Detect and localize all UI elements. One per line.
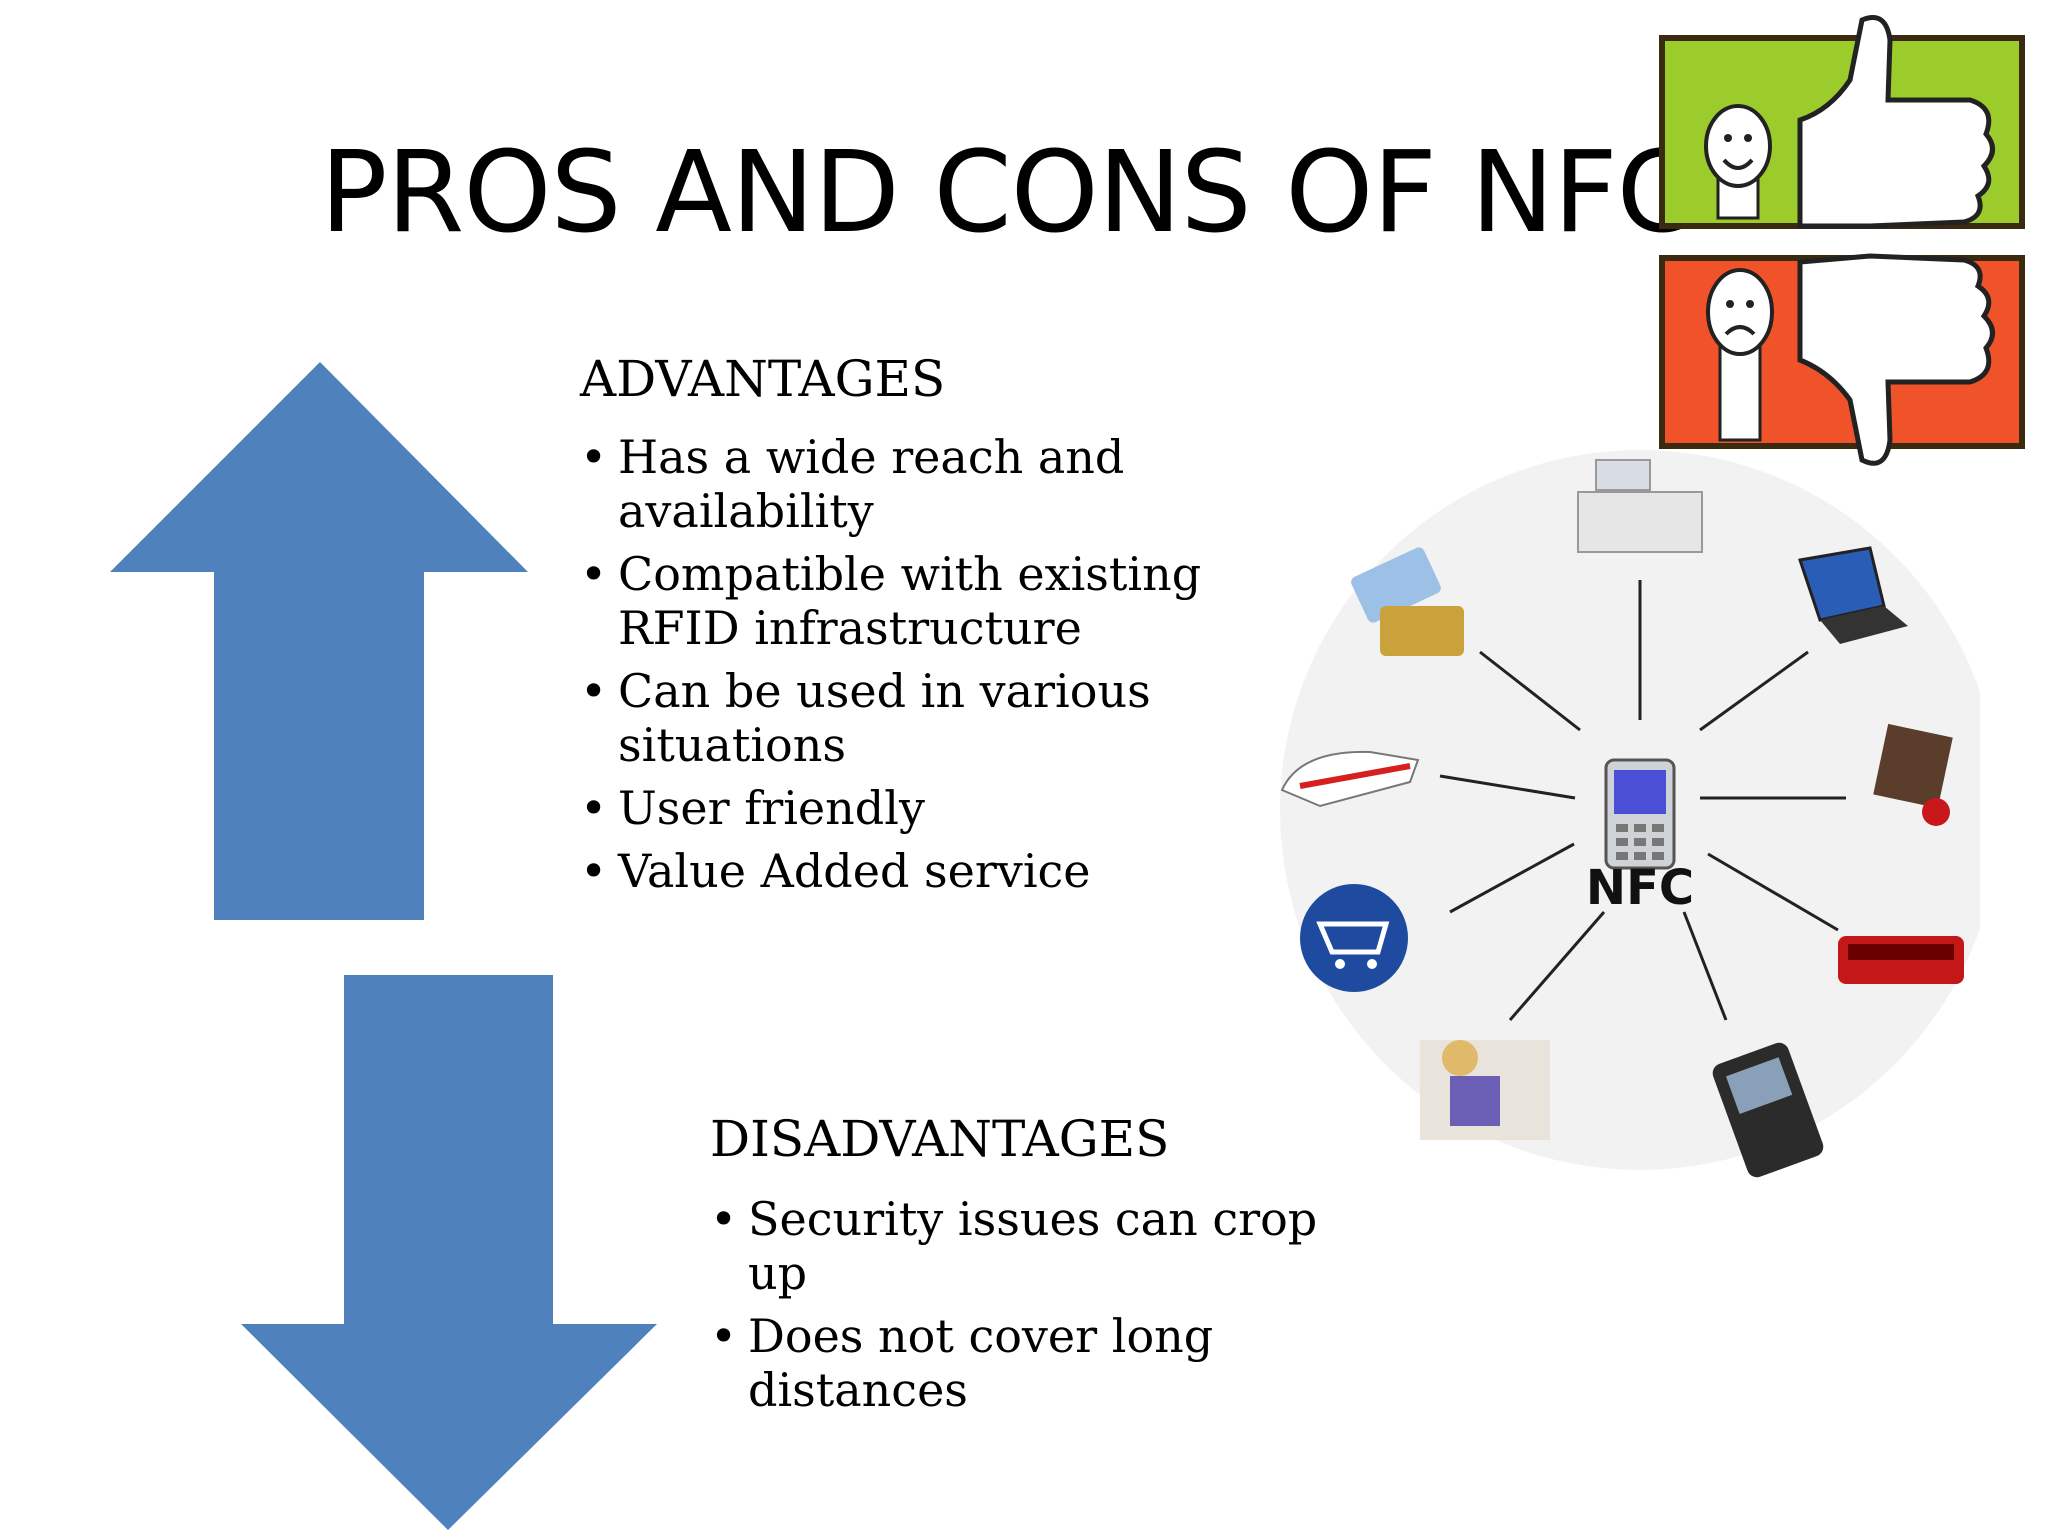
credit-cards-icon [1351, 547, 1464, 656]
nfc-phone-icon [1604, 758, 1676, 870]
disadvantage-item: Security issues can crop up [710, 1192, 1390, 1300]
arrow-to-train [1439, 774, 1576, 800]
arrow-to-cart [1449, 842, 1575, 914]
arrow-to-phone [1682, 911, 1728, 1021]
advantage-item: User friendly [580, 781, 1260, 835]
advantage-item: Has a wide reach and availability [580, 430, 1260, 538]
chalkboard-icon [1873, 723, 1953, 826]
thumbs-down-panel [1659, 253, 2025, 466]
up-arrow-icon [110, 362, 528, 920]
arrow-to-worker [1508, 911, 1606, 1021]
connection-arrows [1439, 580, 1846, 1021]
bus-icon [1838, 936, 1964, 984]
thumbs-up-down-illustration [1659, 15, 2025, 466]
arrow-to-bus [1707, 852, 1839, 932]
arrow-to-cards [1479, 650, 1581, 732]
happy-face-icon [1704, 104, 1772, 220]
advantage-item: Value Added service [580, 844, 1260, 898]
advantages-list: Has a wide reach and availability Compat… [580, 430, 1260, 907]
nfc-center-label: NFC [1586, 860, 1694, 916]
disadvantage-item: Does not cover long distances [710, 1309, 1390, 1417]
laptop-icon [1798, 546, 1908, 644]
down-arrow-icon [241, 975, 657, 1530]
nfc-hub-diagram: NFC [1280, 450, 1980, 1178]
slide-title: PROS AND CONS OF NFC [320, 128, 1695, 258]
mobile-phone-icon [1712, 1042, 1824, 1178]
sad-face-icon [1706, 268, 1774, 442]
thumbs-up-panel [1659, 15, 2025, 229]
worker-icon [1420, 1040, 1550, 1140]
shopping-cart-icon [1300, 884, 1408, 992]
disadvantages-list: Security issues can crop up Does not cov… [710, 1192, 1390, 1426]
pros-cons-arrows [110, 362, 657, 1530]
advantages-heading: ADVANTAGES [580, 350, 946, 408]
disadvantages-heading: DISADVANTAGES [710, 1110, 1170, 1168]
advantage-item: Can be used in various situations [580, 664, 1260, 772]
train-icon [1280, 750, 1420, 808]
advantage-item: Compatible with existing RFID infrastruc… [580, 547, 1260, 655]
arrow-to-laptop [1699, 650, 1809, 732]
thumb-down-icon [1797, 253, 1995, 466]
cash-register-icon [1577, 459, 1703, 553]
thumb-up-icon [1797, 15, 1995, 229]
